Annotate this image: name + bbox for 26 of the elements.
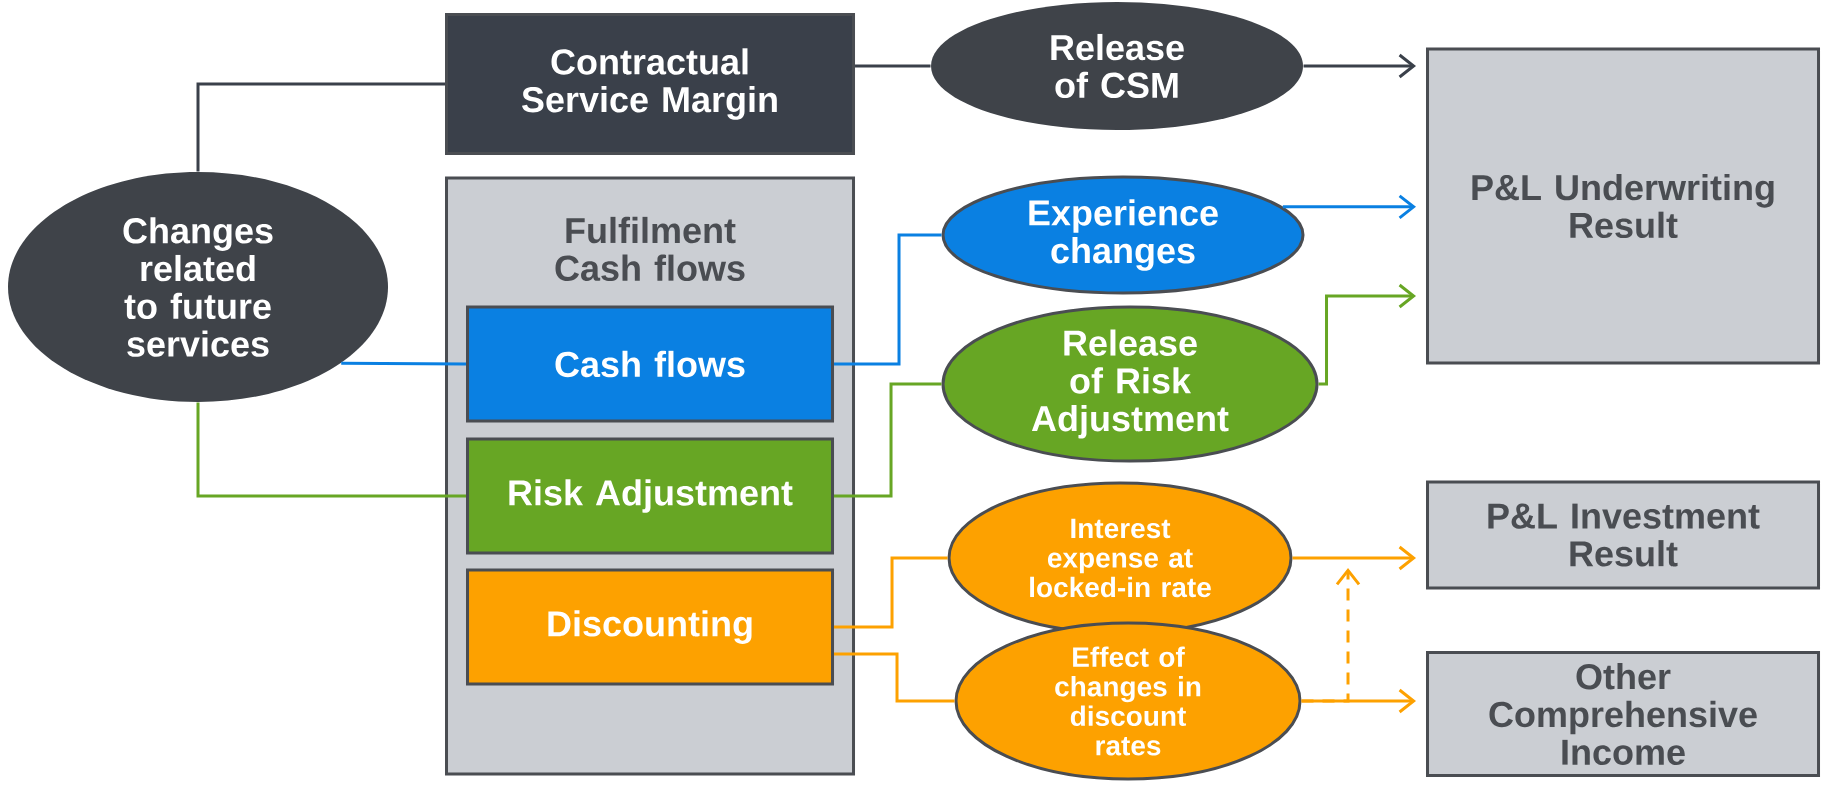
connector-line [196,82,445,172]
oval: Changes related to future services [8,172,388,402]
oval: Interest expense at locked-in rate [947,481,1293,635]
connector-line [341,361,467,366]
oval: Release of CSM [931,2,1303,130]
result-box: P&L Investment Result [1426,480,1821,590]
connector-line [834,233,942,366]
oval: Experience changes [941,175,1305,295]
arrow [1318,283,1416,386]
component-box: Discounting [466,568,834,686]
connector-line [834,556,948,629]
dashed-arrow [1301,568,1361,703]
arrow [1292,545,1416,571]
component-box: Risk Adjustment [466,437,834,555]
component-box: Cash flows [466,305,834,423]
result-box: P&L Underwriting Result [1426,47,1821,365]
connector-line [855,64,931,68]
arrow [1303,53,1416,79]
arrow [1282,194,1416,219]
oval: Effect of changes in discount rates [954,621,1302,781]
connector-line [834,382,942,498]
connector-line [196,402,466,498]
margin-box: Contractual Service Margin [445,13,855,155]
oval: Release of Risk Adjustment [941,305,1319,463]
result-box: Other Comprehensive Income [1426,651,1821,777]
connector-line [834,652,955,703]
